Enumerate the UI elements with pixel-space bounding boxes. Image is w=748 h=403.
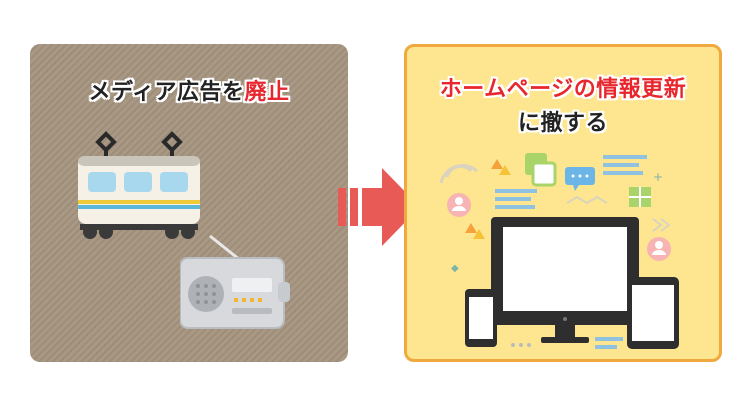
radio-icon (180, 234, 290, 329)
phone-icon (465, 289, 497, 347)
media-ads-title: メディア広告を廃止 (30, 74, 348, 106)
media-ads-title-prefix: メディア広告を (88, 80, 245, 105)
website-updates-title-line2: に撤する (517, 111, 608, 136)
media-ads-title-highlight: 廃止 (244, 80, 290, 105)
user-avatar-icon (447, 193, 471, 217)
website-updates-title-line1: ホームページの情報更新 (439, 77, 687, 102)
devices-illustration: + ◆ (439, 153, 679, 349)
monitor-icon (491, 217, 639, 343)
train-icon (78, 131, 200, 239)
svg-text:◆: ◆ (451, 263, 459, 274)
arrow-right-icon (338, 168, 420, 246)
tablet-icon (627, 277, 679, 349)
wifi-icon (439, 164, 478, 184)
media-ads-panel: メディア広告を廃止 (30, 44, 348, 362)
website-updates-panel: ホームページの情報更新 に撤する (404, 44, 722, 362)
chat-bubble-icon (565, 167, 595, 191)
svg-text:+: + (653, 170, 663, 184)
